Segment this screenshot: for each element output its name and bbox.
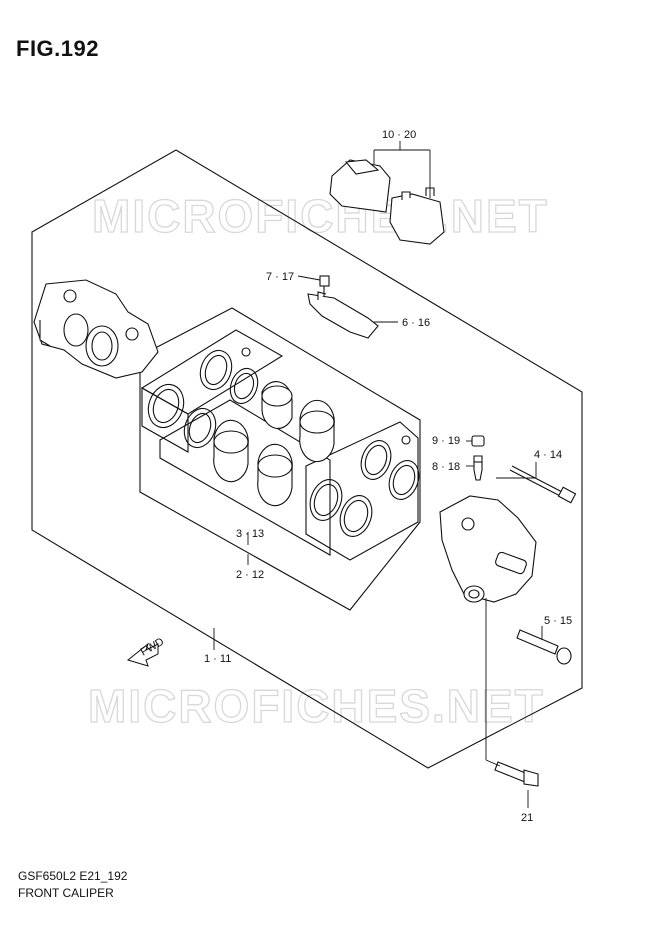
callout-mounting-bolt: 21	[521, 812, 533, 824]
piston-set-boundary-frame	[159, 399, 331, 556]
seal-kit-boundary-frame	[139, 307, 421, 611]
forward-direction-arrow: FWD	[126, 636, 166, 667]
watermark-bottom: MICROFICHES.NET	[88, 680, 545, 732]
pad-pin	[509, 465, 577, 504]
caliper-bolt-pin	[516, 629, 572, 665]
mounting-bolt	[494, 761, 539, 787]
bleeder-components	[471, 435, 485, 481]
callout-caliper-pistons: 3 · 13	[236, 528, 264, 540]
watermark-top: MICROFICHES.NET	[92, 190, 549, 242]
caliper-pistons	[213, 381, 335, 507]
callout-pad-pin: 4 · 14	[534, 449, 562, 461]
pad-spring-bolt	[319, 275, 330, 296]
model-code: GSF650L2 E21_192	[18, 869, 128, 883]
seal-plate-right	[305, 421, 419, 561]
callout-pad-spring: 6 · 16	[402, 317, 430, 329]
caliper-body-right	[439, 495, 537, 603]
seal-plate-left	[140, 329, 284, 415]
callout-bleeder-cap: 9 · 19	[432, 435, 460, 447]
callout-bleeder-valve: 8 · 18	[432, 461, 460, 473]
seal-plate-left-lower	[141, 387, 189, 453]
piston-seals-right	[309, 435, 420, 537]
figure-footer: GSF650L2 E21_192 FRONT CALIPER	[18, 868, 127, 902]
brake-pads	[329, 159, 445, 245]
caliper-half-left	[33, 279, 159, 379]
piston-seals-left	[147, 347, 259, 449]
pad-spring	[307, 291, 379, 339]
figure-caption: FRONT CALIPER	[18, 886, 114, 900]
callout-caliper-assy: 1 · 11	[204, 653, 231, 665]
callout-pads: 10 · 20	[382, 129, 416, 141]
callout-piston-seal-set: 2 · 12	[236, 569, 264, 581]
leader-lines	[213, 141, 543, 808]
assembly-boundary-frame	[31, 149, 583, 769]
callout-caliper-bolt-pin: 5 · 15	[544, 615, 572, 627]
figure-title: FIG.192	[16, 36, 99, 61]
callout-pad-spring-bolt: 7 · 17	[266, 271, 294, 283]
